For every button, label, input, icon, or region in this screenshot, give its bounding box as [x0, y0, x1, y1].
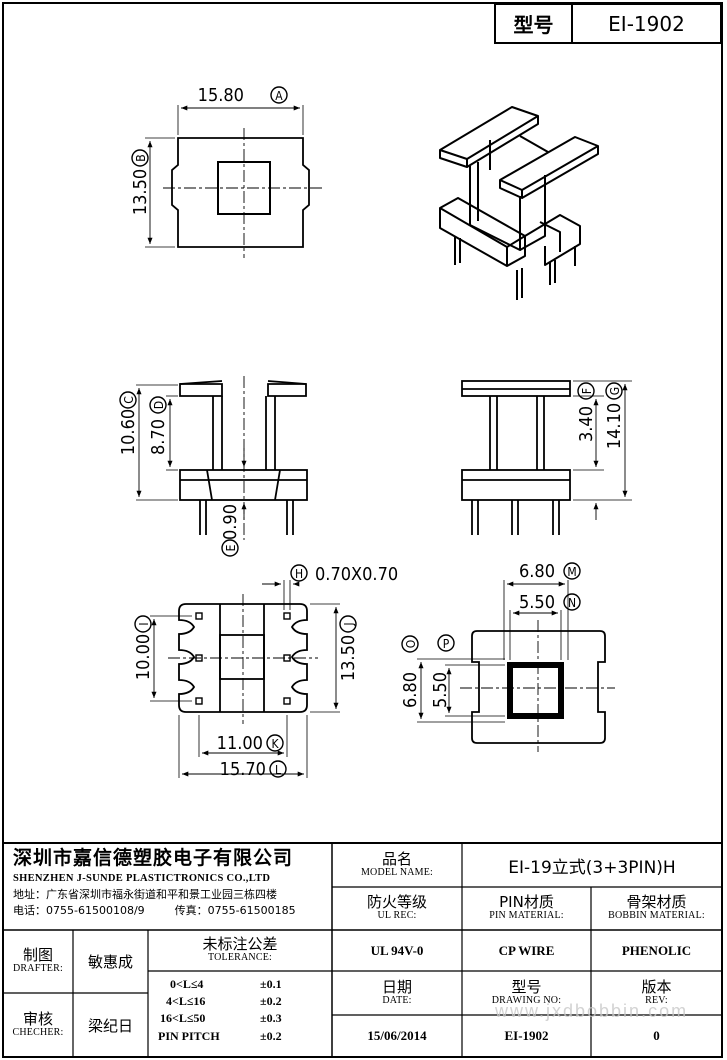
checker-value: 梁纪日: [87, 1016, 133, 1035]
svg-text:F: F: [580, 388, 594, 394]
svg-text:I: I: [137, 622, 151, 625]
svg-text:0.70X0.70: 0.70X0.70: [315, 564, 398, 585]
dim-I: 10.00 I: [133, 615, 154, 680]
title-block: 深圳市嘉信德塑胶电子有限公司 SHENZHEN J-SUNDE PLASTICT…: [0, 843, 727, 1060]
dim-P: 5.50 P: [430, 634, 455, 708]
svg-text:H: H: [295, 567, 303, 581]
side-view: [461, 380, 632, 535]
svg-text:D: D: [152, 401, 166, 409]
svg-text:L: L: [275, 763, 281, 777]
dim-H: H 0.70X0.70: [290, 564, 398, 585]
rev-label: 版本 REV:: [641, 977, 672, 1006]
svg-text:5.50: 5.50: [430, 672, 451, 708]
svg-text:11.00: 11.00: [217, 733, 263, 754]
watermark: www.jxdbobbin.com: [495, 1001, 689, 1021]
tolerance-value-2: ±0.2: [260, 994, 282, 1008]
svg-text:15.70: 15.70: [220, 759, 266, 780]
svg-text:10.60: 10.60: [118, 409, 139, 455]
company-name-cn: 深圳市嘉信德塑胶电子有限公司: [13, 847, 294, 869]
svg-text:J: J: [342, 622, 356, 626]
bobbin-material-value: PHENOLIC: [621, 942, 692, 958]
rev-value: 0: [653, 1028, 660, 1043]
company-name-en: SHENZHEN J-SUNDE PLASTICTRONICS CO.,LTD: [13, 872, 271, 884]
svg-text:5.50: 5.50: [519, 592, 555, 613]
svg-text:15.80: 15.80: [198, 85, 244, 106]
core-window-view: [417, 580, 615, 752]
tolerance-value-3: ±0.3: [260, 1011, 282, 1025]
svg-text:B: B: [134, 154, 148, 161]
svg-text:C: C: [122, 396, 136, 404]
svg-text:10.00: 10.00: [133, 634, 154, 680]
model-name-label: 品名 MODEL NAME:: [360, 849, 434, 878]
svg-text:13.50: 13.50: [338, 635, 359, 681]
tolerance-label: 未标注公差 TOLERANCE:: [202, 935, 278, 964]
svg-text:6.80: 6.80: [400, 672, 421, 708]
tolerance-range-2: 4<L≤16: [166, 994, 206, 1008]
dim-M: 6.80 M: [519, 561, 581, 582]
tolerance-value-1: ±0.1: [260, 977, 282, 991]
pin-material-value: CP WIRE: [498, 942, 555, 958]
svg-text:O: O: [404, 640, 418, 649]
ul-rec-label: 防火等级 UL REC:: [366, 893, 427, 922]
svg-text:6.80: 6.80: [519, 561, 555, 582]
svg-text:G: G: [608, 387, 622, 395]
ul-rec-value: UL 94V-0: [370, 942, 424, 958]
tolerance-value-4: ±0.2: [260, 1029, 282, 1043]
type-value: EI-1902: [608, 11, 685, 36]
dim-K: 11.00 K: [217, 733, 284, 754]
date-value: 15/06/2014: [367, 1028, 427, 1043]
svg-text:K: K: [271, 737, 279, 751]
date-label: 日期 DATE:: [381, 977, 412, 1006]
front-view: [136, 376, 308, 540]
pin-material-label: PIN材质 PIN MATERIAL:: [489, 893, 564, 922]
svg-text:M: M: [567, 565, 576, 579]
svg-text:3.40: 3.40: [576, 406, 597, 442]
dim-O: 6.80 O: [400, 635, 421, 708]
dim-C: 10.60 C: [118, 391, 139, 455]
svg-text:E: E: [224, 544, 238, 551]
drawing-no-value: EI-1902: [504, 1028, 549, 1043]
company-address: 地址：广东省深圳市福永街道和平和景工业园三栋四楼: [13, 887, 277, 901]
dim-J: 13.50 J: [338, 615, 359, 681]
svg-text:P: P: [443, 637, 450, 651]
svg-text:N: N: [568, 596, 576, 610]
bobbin-material-label: 骨架材质 BOBBIN MATERIAL:: [608, 893, 705, 922]
dim-G: 14.10 G: [604, 382, 625, 449]
dim-A: 15.80 A: [198, 85, 288, 106]
tolerance-range-1: 0<L≤4: [170, 977, 204, 991]
drafter-value: 敏惠成: [87, 953, 133, 971]
drawing-no-label: 型号 DRAWING NO:: [491, 977, 562, 1006]
company-phone: 电话：0755-61500108/9: [13, 903, 145, 917]
dim-F: 3.40 F: [576, 382, 597, 442]
dim-L: 15.70 L: [220, 759, 287, 780]
dim-D: 8.70 D: [148, 396, 169, 455]
dim-N: 5.50 N: [519, 592, 581, 613]
company-fax: 传真：0755-61500185: [174, 903, 296, 917]
isometric-view: [439, 106, 599, 300]
type-label: 型号: [496, 5, 573, 42]
bottom-view: [150, 580, 340, 778]
dim-B: 13.50 B: [130, 149, 151, 215]
tolerance-range-3: 16<L≤50: [160, 1011, 206, 1025]
svg-text:8.70: 8.70: [148, 419, 169, 455]
company-info: 深圳市嘉信德塑胶电子有限公司 SHENZHEN J-SUNDE PLASTICT…: [3, 843, 332, 930]
drafter-label: 制图 DRAFTER:: [13, 946, 63, 975]
model-name-value: EI-19立式(3+3PIN)H: [508, 857, 676, 878]
title-block-grid: [3, 842, 722, 1057]
checker-label: 审核 CHECHER:: [12, 1009, 64, 1038]
svg-text:0.90: 0.90: [220, 504, 241, 540]
svg-text:14.10: 14.10: [604, 403, 625, 449]
tolerance-range-4: PIN PITCH: [158, 1029, 220, 1043]
dim-E: 0.90 E: [220, 504, 241, 557]
svg-text:A: A: [275, 89, 283, 103]
top-view: [145, 105, 322, 258]
svg-text:13.50: 13.50: [130, 169, 151, 215]
